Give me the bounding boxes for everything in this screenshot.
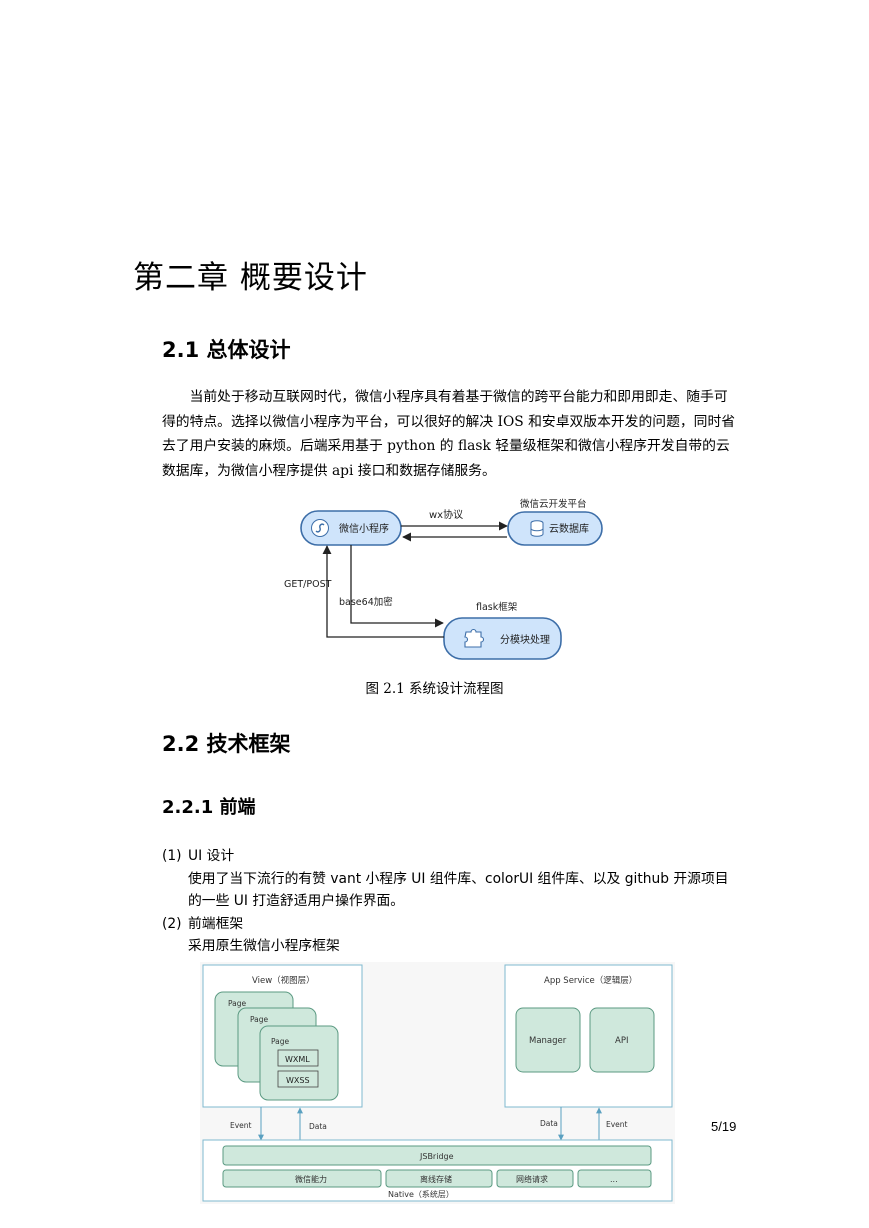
figure-2-1-caption: 图 2.1 系统设计流程图 <box>365 681 504 697</box>
wxml-label: WXML <box>285 1055 310 1064</box>
section-title-2-2: 2.2 技术框架 <box>162 732 291 756</box>
event-right-label: Event <box>606 1120 628 1129</box>
network-request-label: 网络请求 <box>516 1174 548 1184</box>
list-item-body: 使用了当下流行的有赞 vant 小程序 UI 组件库、colorUI 组件库、以… <box>188 870 729 910</box>
manager-box <box>515 1007 581 1073</box>
system-flowchart: 微信小程序 云数据库 微信云开发平台 wx协议 分模块处理 flask框架 ba… <box>284 498 603 660</box>
base64-label: base64加密 <box>339 596 393 608</box>
ellipsis-box <box>577 1169 652 1188</box>
clouddb-node <box>507 511 603 546</box>
data-left-label: Data <box>309 1122 327 1131</box>
wxml-box <box>277 1049 319 1067</box>
paragraph-text: 当前处于移动互联网时代，微信小程序具有着基于微信的跨平台能力和即用即走、随手可得… <box>162 389 736 479</box>
chapter-title: 第二章 概要设计 <box>133 260 368 296</box>
module-node <box>443 617 562 660</box>
data-right-label: Data <box>540 1119 558 1128</box>
page-label: Page <box>250 1015 269 1024</box>
native-layer-title: Native（系统层） <box>388 1189 454 1199</box>
cloud-platform-label: 微信云开发平台 <box>520 498 587 510</box>
list-item-number: (2) <box>162 915 182 932</box>
puzzle-icon <box>464 628 485 648</box>
framework-diagram: View（视图层） Page Page Page WXML WXSS App S… <box>200 962 675 1204</box>
page-label: Page <box>228 999 247 1008</box>
get-post-label: GET/POST <box>284 579 332 590</box>
app-service-title: App Service（逻辑层） <box>544 975 637 986</box>
ellipsis-label: ... <box>610 1175 618 1184</box>
wxss-box <box>277 1070 319 1088</box>
list-item-body: 采用原生微信小程序框架 <box>188 938 340 954</box>
page-number: 5/19 <box>711 1119 737 1134</box>
frontend-list: (1) UI 设计 使用了当下流行的有赞 vant 小程序 UI 组件库、colo… <box>162 845 742 958</box>
wechat-ability-box <box>222 1169 382 1188</box>
view-layer-title: View（视图层） <box>252 975 315 986</box>
list-item-number: (1) <box>162 848 182 864</box>
api-label: API <box>615 1036 628 1046</box>
module-label: 分模块处理 <box>500 634 550 646</box>
page-label: Page <box>271 1037 290 1046</box>
offline-storage-label: 离线存储 <box>420 1174 452 1184</box>
clouddb-label: 云数据库 <box>549 522 589 535</box>
list-item-head: 前端框架 <box>188 915 244 932</box>
flask-label: flask框架 <box>476 601 518 613</box>
list-item: (1) UI 设计 使用了当下流行的有赞 vant 小程序 UI 组件库、colo… <box>162 845 742 913</box>
jsbridge-label: JSBridge <box>419 1152 454 1161</box>
overview-paragraph: 当前处于移动互联网时代，微信小程序具有着基于微信的跨平台能力和即用即走、随手可得… <box>162 385 740 483</box>
wxss-label: WXSS <box>286 1076 310 1085</box>
section-title-2-2-1: 2.2.1 前端 <box>162 797 256 818</box>
api-box <box>589 1007 655 1073</box>
event-left-label: Event <box>230 1121 252 1130</box>
wx-protocol-label: wx协议 <box>429 508 463 521</box>
arrow-get-post <box>322 545 444 638</box>
wechat-ability-label: 微信能力 <box>295 1174 327 1184</box>
manager-label: Manager <box>529 1036 567 1046</box>
arrow-base64 <box>350 545 444 628</box>
section-title-2-1: 2.1 总体设计 <box>162 338 291 362</box>
database-icon <box>530 520 544 537</box>
offline-storage-box <box>385 1169 493 1188</box>
miniprogram-label: 微信小程序 <box>339 522 389 535</box>
list-item-head: UI 设计 <box>188 848 235 864</box>
list-item: (2) 前端框架 采用原生微信小程序框架 <box>162 913 742 958</box>
network-request-box <box>496 1169 574 1188</box>
jsbridge-bar <box>222 1145 652 1166</box>
